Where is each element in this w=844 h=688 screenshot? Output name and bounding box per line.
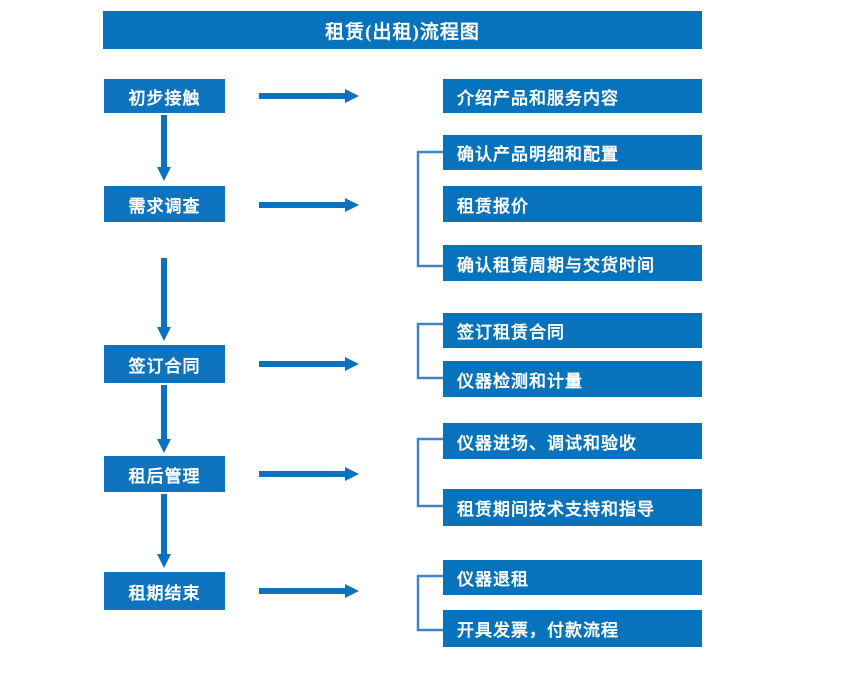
detail-box-2-1[interactable]: 确认产品明细和配置 [443,135,702,170]
stage-box-1[interactable]: 初步接触 [104,79,225,113]
horizontal-arrow-1 [259,86,361,106]
detail-box-4-1[interactable]: 仪器进场、调试和验收 [443,423,702,459]
detail-box-3-1[interactable]: 签订租赁合同 [443,313,702,348]
stage-box-5[interactable]: 租期结束 [104,572,225,610]
page-title: 租赁(出租)流程图 [103,11,702,49]
vertical-arrow-1 [153,115,175,183]
detail-box-5-1[interactable]: 仪器退租 [443,560,702,595]
horizontal-arrow-3 [259,354,361,374]
stage-box-4[interactable]: 租后管理 [104,456,225,492]
detail-box-4-2[interactable]: 租赁期间技术支持和指导 [443,489,702,526]
detail-box-2-3[interactable]: 确认租赁周期与交货时间 [443,245,702,281]
group-bracket-2 [415,150,443,268]
vertical-arrow-4 [153,494,175,570]
detail-box-3-2[interactable]: 仪器检测和计量 [443,361,702,397]
horizontal-arrow-4 [259,464,361,484]
horizontal-arrow-2 [259,195,361,215]
detail-box-1-1[interactable]: 介绍产品和服务内容 [443,79,702,113]
detail-box-2-2[interactable]: 租赁报价 [443,186,702,222]
group-bracket-4 [415,437,443,508]
detail-box-5-2[interactable]: 开具发票，付款流程 [443,610,702,647]
group-bracket-5 [415,574,443,632]
stage-box-3[interactable]: 签订合同 [104,345,225,383]
group-bracket-3 [415,322,443,380]
vertical-arrow-2 [153,258,175,343]
vertical-arrow-3 [153,385,175,455]
horizontal-arrow-5 [259,581,361,601]
stage-box-2[interactable]: 需求调查 [104,186,225,222]
